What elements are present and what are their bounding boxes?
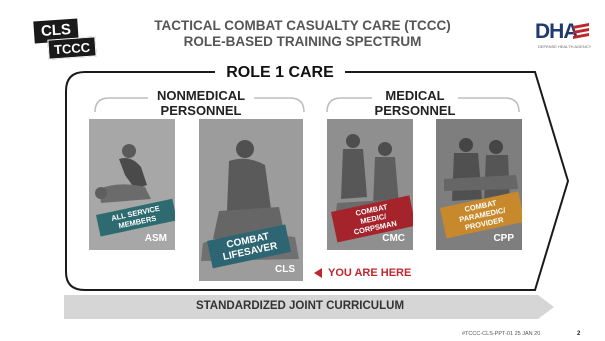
- footer-code: #TCCC-CLS-PPT-01 25 JAN 20: [462, 331, 541, 337]
- curriculum-label: STANDARDIZED JOINT CURRICULUM: [195, 300, 405, 312]
- medical-personnel-label: MEDICAL PERSONNEL: [370, 88, 460, 118]
- nonmedical-personnel-label: NONMEDICAL PERSONNEL: [146, 88, 256, 118]
- curriculum-bar: [64, 295, 554, 319]
- title-line-1: TACTICAL COMBAT CASUALTY CARE (TCCC): [154, 18, 451, 33]
- dha-logo-subtitle: DEFENSE HEALTH AGENCY: [538, 44, 592, 49]
- cmc-code: CMC: [382, 233, 405, 244]
- title-line-2: ROLE-BASED TRAINING SPECTRUM: [183, 34, 422, 49]
- dha-logo-text: DHA: [535, 20, 578, 43]
- medical-label-line1: MEDICAL: [385, 88, 445, 103]
- cls-tccc-badge: CLS TCCC: [33, 18, 97, 64]
- card-cls: COMBAT LIFESAVER CLS: [199, 119, 303, 281]
- role-1-care-heading: ROLE 1 CARE: [215, 64, 345, 82]
- cpp-code: CPP: [493, 233, 514, 244]
- nonmedical-label-line1: NONMEDICAL: [156, 88, 246, 103]
- card-cmc: COMBAT MEDIC/ CORPSMAN CMC: [327, 119, 413, 250]
- card-cpp: COMBAT PARAMEDIC/ PROVIDER CPP: [436, 119, 522, 250]
- flag-stripes-icon: [573, 23, 589, 39]
- left-arrow-icon: [314, 268, 322, 279]
- nonmedical-label-line2: PERSONNEL: [160, 103, 242, 118]
- badge-tccc-text: TCCC: [47, 36, 97, 60]
- medical-label-line2: PERSONNEL: [374, 103, 456, 118]
- card-asm: ALL SERVICE MEMBERS ASM: [89, 119, 175, 250]
- asm-code: ASM: [144, 233, 167, 244]
- cls-code: CLS: [275, 264, 295, 275]
- medical-bracket: [326, 97, 520, 113]
- role1-frame: [65, 71, 570, 291]
- you-are-here-text: YOU ARE HERE: [328, 267, 412, 279]
- page-title: TACTICAL COMBAT CASUALTY CARE (TCCC) ROL…: [130, 18, 475, 50]
- you-are-here-marker: YOU ARE HERE: [314, 267, 411, 279]
- dha-logo: DHA DEFENSE HEALTH AGENCY: [535, 20, 592, 56]
- page-number: 2: [577, 331, 581, 337]
- nonmedical-bracket: [94, 97, 305, 113]
